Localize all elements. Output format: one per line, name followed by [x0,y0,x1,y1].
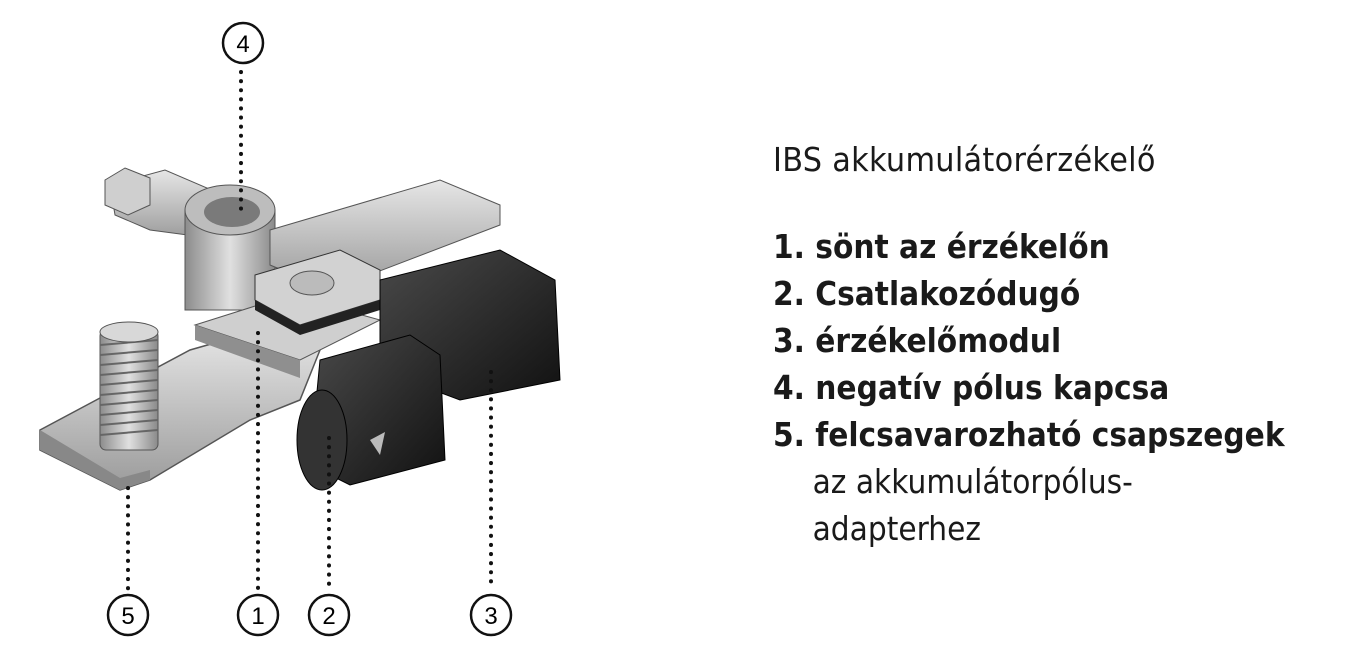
svg-text:2: 2 [322,603,335,630]
callout-5: 5 [106,593,150,637]
legend-item-2: 2. Csatlakozódugó [773,274,1081,313]
sensor-module [254,179,501,335]
ibs-sensor-illustration: 4 5 1 2 3 [39,21,561,637]
pole-clamp [104,167,276,311]
callout-3: 3 [469,593,513,637]
svg-text:3: 3 [484,603,497,630]
svg-text:1: 1 [251,603,264,630]
callout-1: 1 [236,593,280,637]
legend: IBS akkumulátorérzékelő 1. sönt az érzék… [773,140,1341,552]
legend-item-4: 4. negatív pólus kapcsa [773,368,1170,407]
callout-2: 2 [307,593,351,637]
legend-item-5: 5. felcsavarozható csapszegek [773,415,1285,454]
threaded-stud [99,321,159,451]
legend-title: IBS akkumulátorérzékelő [773,140,1156,179]
legend-item-3: 3. érzékelőmodul [773,321,1062,360]
callout-lines [126,70,493,592]
legend-item-1: 1. sönt az érzékelőn [773,227,1110,266]
callout-4: 4 [221,21,265,65]
svg-text:4: 4 [236,31,249,58]
svg-text:5: 5 [121,603,134,630]
legend-item-5-continuation: adapterhez [812,509,981,548]
connector-plug [296,249,561,491]
legend-item-5-continuation: az akkumulátorpólus- [812,462,1133,501]
